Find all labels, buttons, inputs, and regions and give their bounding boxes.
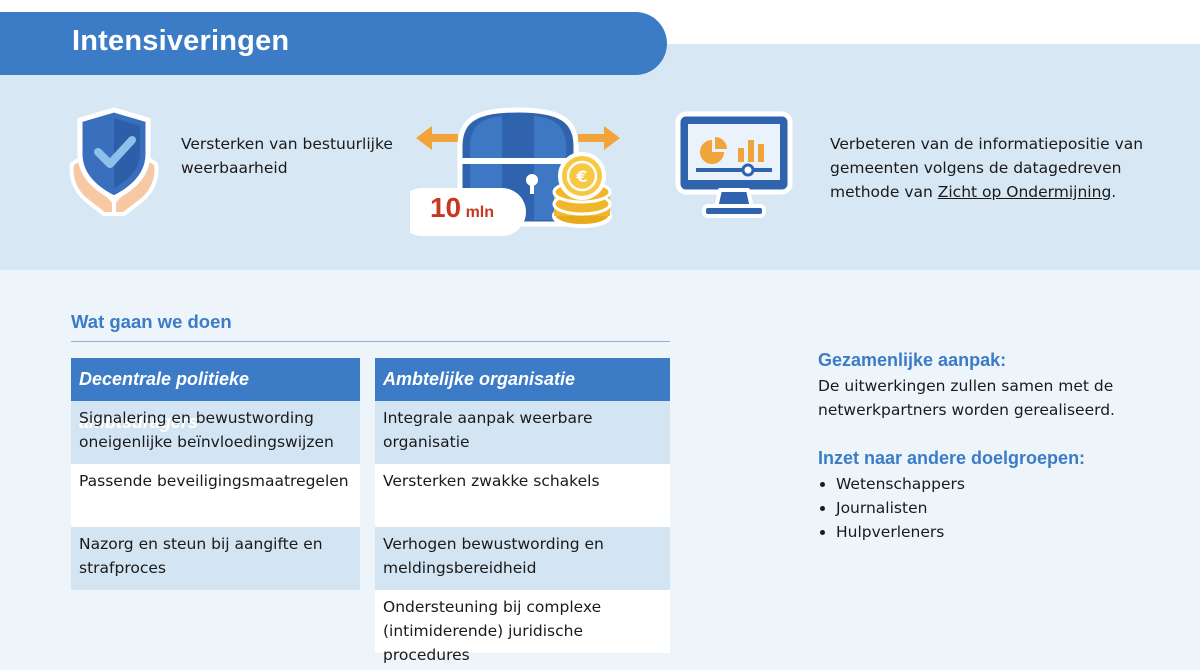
shield-hands-icon	[69, 107, 159, 216]
column-ambtelijke-organisatie: Ambtelijke organisatie Integrale aanpak …	[375, 358, 670, 664]
column-heading: Decentrale politieke ambtsdragers	[71, 358, 360, 432]
list-item-label: Wetenschappers	[836, 475, 965, 493]
treasure-chest-coins-icon: €	[410, 107, 620, 236]
table-row: Nazorg en steun bij aangifte en strafpro…	[71, 527, 360, 590]
list-item-label: Hulpverleners	[836, 523, 945, 541]
table-row: Ondersteuning bij complexe (intimiderend…	[375, 590, 670, 664]
list-item-label: Journalisten	[836, 499, 928, 517]
item-informatiepositie-text: Verbeteren van de informatiepositie van …	[830, 135, 1144, 201]
title-bar: Intensiveringen	[0, 12, 667, 75]
table-row: Verhogen bewustwording en meldingsbereid…	[375, 527, 670, 590]
joint-approach-title: Gezamenlijke aanpak:	[818, 350, 1007, 370]
table-row: Integrale aanpak weerbare organisatie	[375, 401, 670, 464]
column-politieke-ambtsdragers: Decentrale politieke ambtsdragers Signal…	[71, 358, 360, 590]
section-title: Wat gaan we doen	[71, 311, 232, 332]
table-row: Signalering en bewustwording oneigenlijk…	[71, 401, 360, 464]
target-groups-title: Inzet naar andere doelgroepen:	[818, 448, 1086, 468]
column-heading: Ambtelijke organisatie	[375, 358, 670, 401]
list-item: Hulpverleners	[818, 520, 965, 544]
table-row: Versterken zwakke schakels	[375, 464, 670, 527]
joint-approach-text: De uitwerkingen zullen samen met de netw…	[818, 377, 1115, 419]
section-divider	[71, 341, 670, 342]
budget-unit: mln	[465, 204, 495, 221]
svg-text:€: €	[575, 167, 587, 186]
budget-label: 10 mln	[412, 192, 512, 224]
monitor-chart-icon	[675, 111, 793, 218]
list-item: Journalisten	[818, 496, 965, 520]
item-informatiepositie: Verbeteren van de informatiepositie van …	[830, 132, 1150, 204]
bullet-icon	[820, 506, 825, 511]
bullet-icon	[820, 530, 825, 535]
budget-amount: 10	[429, 192, 462, 223]
list-item: Wetenschappers	[818, 472, 965, 496]
target-groups-list: Wetenschappers Journalisten Hulpverlener…	[818, 472, 965, 544]
item-weerbaarheid: Versterken van bestuurlijke weerbaarheid	[181, 135, 393, 177]
page-title: Intensiveringen	[72, 25, 290, 57]
bullet-icon	[820, 482, 825, 487]
table-row: Passende beveiligingsmaatregelen	[71, 464, 360, 527]
zicht-op-ondermijning-link[interactable]: Zicht op Ondermijning	[937, 183, 1112, 201]
item-informatiepositie-end: .	[1111, 183, 1117, 201]
